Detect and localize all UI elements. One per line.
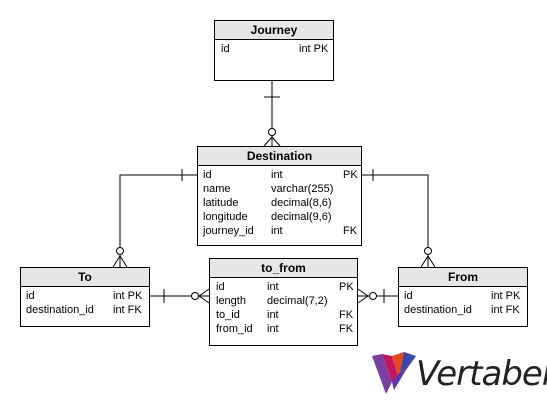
from-crowfoot-right: [427, 255, 436, 268]
to-from-row-length: length decimal(7,2): [210, 294, 357, 308]
column-type: int: [267, 281, 279, 293]
column-name: id: [26, 290, 35, 302]
to-row-id: id int PK: [21, 289, 149, 303]
entity-to-from-title: to_from: [210, 259, 357, 278]
column-name: to_id: [216, 309, 240, 321]
column-name: name: [203, 183, 231, 195]
destination-row-journey-id: journey_id int FK: [198, 224, 361, 238]
column-key: PK: [339, 281, 354, 293]
entity-from-title: From: [399, 268, 527, 287]
destination-row-longitude: longitude decimal(9,6): [198, 210, 361, 224]
column-type: int FK: [491, 304, 520, 316]
column-type: int PK: [299, 43, 329, 55]
from-crowfoot-left: [420, 255, 429, 268]
destination-optional-mark: [268, 128, 276, 136]
column-key: FK: [339, 323, 354, 335]
from-row-id: id int PK: [399, 289, 527, 303]
column-key: FK: [339, 309, 354, 321]
destination-crowfoot-right: [271, 136, 281, 147]
entity-destination[interactable]: Destination id int PK name varchar(255) …: [197, 146, 362, 246]
column-name: id: [404, 290, 413, 302]
vertabelo-logo: Vertabelo: [370, 350, 547, 400]
column-type: int PK: [491, 290, 521, 302]
column-key: PK: [343, 169, 358, 181]
tofrom-crowfoot-left-a: [198, 288, 210, 297]
column-type: int PK: [113, 290, 143, 302]
destination-from-line: [361, 174, 429, 267]
to-from-row-to-id: to_id int FK: [210, 308, 357, 322]
tofrom-optional-mark-left: [191, 292, 199, 300]
column-type: decimal(8,6): [271, 197, 332, 209]
vertabelo-mark-icon: [372, 352, 416, 394]
entity-from[interactable]: From id int PK destination_id int FK: [398, 267, 528, 327]
entity-journey-title: Journey: [215, 21, 333, 40]
destination-row-id: id int PK: [198, 168, 361, 182]
column-type: int: [267, 323, 279, 335]
column-type: decimal(9,6): [271, 211, 332, 223]
column-name: latitude: [203, 197, 239, 209]
column-name: from_id: [216, 323, 253, 335]
column-name: longitude: [203, 211, 248, 223]
entity-journey[interactable]: Journey id int PK: [214, 20, 334, 81]
column-name: journey_id: [203, 225, 254, 237]
column-type: int: [271, 169, 283, 181]
column-name: destination_id: [404, 304, 472, 316]
tofrom-optional-mark-right: [369, 292, 377, 300]
entity-destination-title: Destination: [198, 147, 361, 166]
to-from-row-from-id: from_id int FK: [210, 322, 357, 336]
to-row-destination-id: destination_id int FK: [21, 303, 149, 317]
destination-row-latitude: latitude decimal(8,6): [198, 196, 361, 210]
column-type: int FK: [113, 304, 142, 316]
column-name: length: [216, 295, 246, 307]
destination-row-name: name varchar(255): [198, 182, 361, 196]
column-type: decimal(7,2): [267, 295, 328, 307]
to-crowfoot-right: [119, 255, 128, 268]
column-type: int: [271, 225, 283, 237]
tofrom-crowfoot-left-b: [198, 295, 210, 304]
column-name: destination_id: [26, 304, 94, 316]
entity-to-title: To: [21, 268, 149, 287]
entity-to-from[interactable]: to_from id int PK length decimal(7,2) to…: [209, 258, 358, 346]
column-name: id: [221, 43, 230, 55]
entity-to[interactable]: To id int PK destination_id int FK: [20, 267, 150, 327]
to-optional-mark: [116, 247, 124, 255]
to-from-row-id: id int PK: [210, 280, 357, 294]
destination-crowfoot-left: [263, 136, 273, 147]
from-row-destination-id: destination_id int FK: [399, 303, 527, 317]
to-crowfoot-left: [112, 255, 121, 268]
journey-row-id: id int PK: [215, 42, 333, 56]
vertabelo-wordmark: Vertabelo: [416, 354, 547, 394]
column-key: FK: [343, 225, 358, 237]
tofrom-crowfoot-right-b: [357, 295, 369, 304]
column-type: varchar(255): [271, 183, 334, 195]
column-name: id: [203, 169, 212, 181]
from-optional-mark: [424, 247, 432, 255]
column-type: int: [267, 309, 279, 321]
tofrom-crowfoot-right-a: [357, 288, 369, 297]
destination-to-line: [119, 174, 197, 267]
column-name: id: [216, 281, 225, 293]
